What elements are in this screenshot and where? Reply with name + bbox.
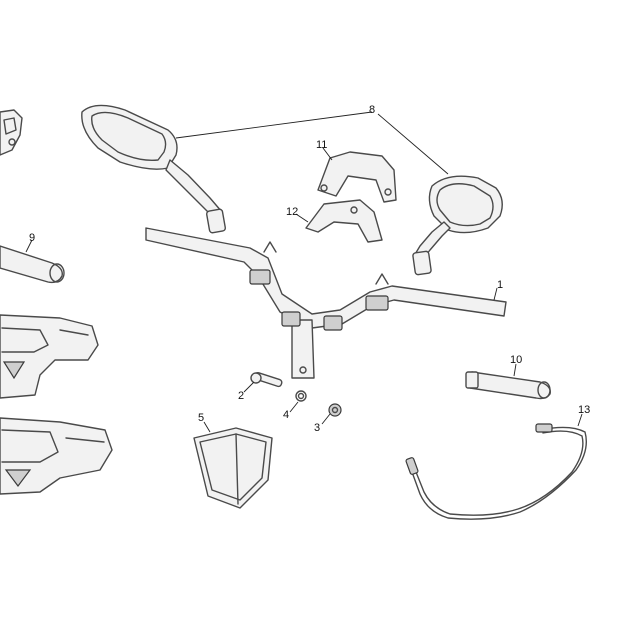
callout-9: 9 bbox=[29, 232, 35, 244]
washer-part-4 bbox=[295, 390, 307, 402]
handlebar-part-1 bbox=[145, 227, 507, 379]
left-grip-part-9 bbox=[0, 245, 65, 284]
callout-5: 5 bbox=[198, 412, 204, 424]
rear-cover-partial bbox=[0, 417, 113, 495]
nut-part-3 bbox=[328, 403, 342, 417]
left-mirror bbox=[81, 104, 227, 234]
lower-handlebar-cover-part-12 bbox=[305, 199, 383, 243]
callout-12: 12 bbox=[286, 206, 298, 218]
right-mirror bbox=[412, 175, 503, 276]
callout-1: 1 bbox=[497, 279, 503, 291]
front-cover-partial bbox=[0, 314, 99, 399]
callout-3: 3 bbox=[314, 422, 320, 434]
callout-11: 11 bbox=[316, 139, 327, 151]
upper-handlebar-cover-part-11 bbox=[317, 151, 397, 203]
callout-8: 8 bbox=[369, 104, 375, 116]
leader-lines bbox=[25, 111, 583, 433]
bolt-part-2 bbox=[250, 371, 283, 388]
throttle-grip-part-10 bbox=[465, 371, 551, 400]
callout-2: 2 bbox=[238, 390, 244, 402]
left-switch-housing-partial bbox=[0, 109, 23, 156]
callout-4: 4 bbox=[283, 409, 289, 421]
throttle-cable-part-13 bbox=[405, 423, 588, 520]
cover-panel-part-5 bbox=[193, 427, 273, 509]
callout-10: 10 bbox=[510, 354, 522, 366]
callout-13: 13 bbox=[578, 404, 590, 416]
